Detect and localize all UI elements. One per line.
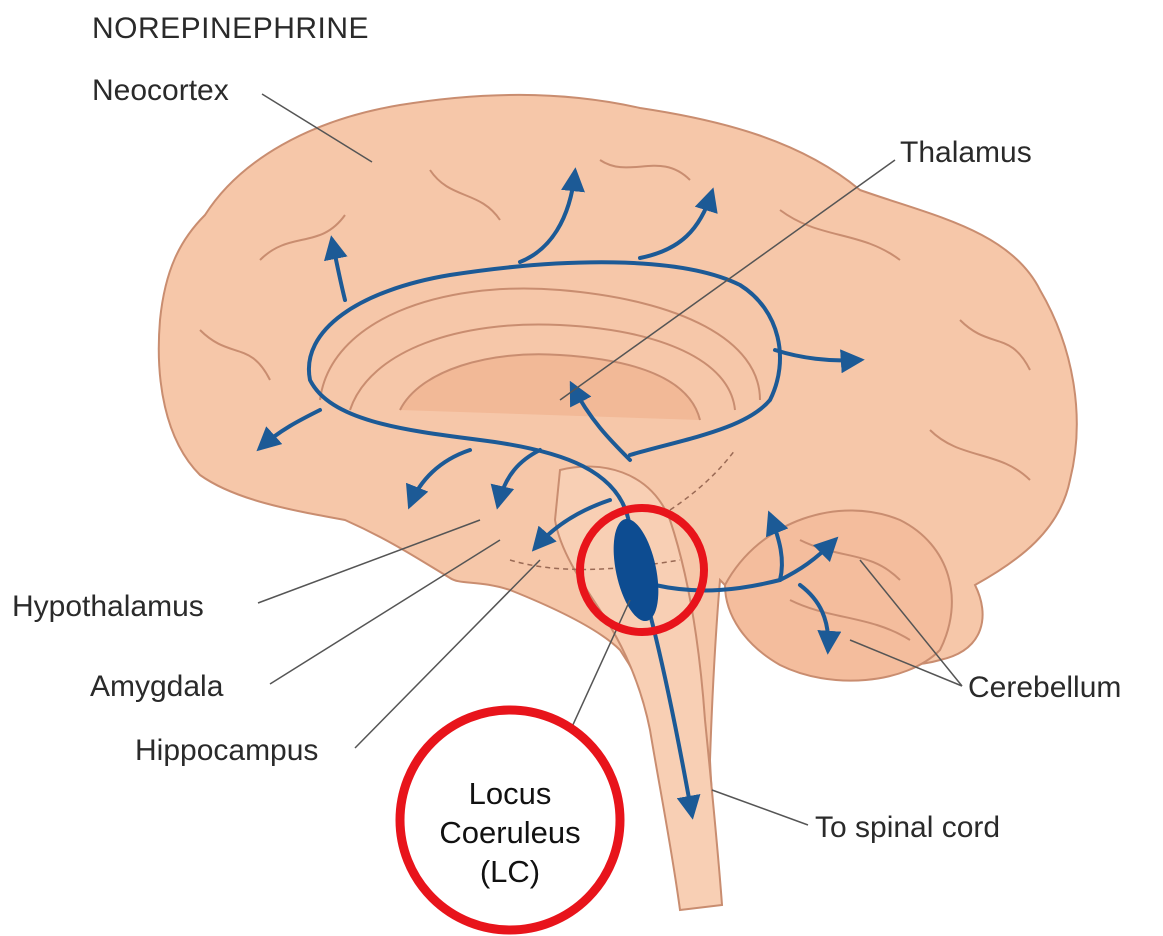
label-neocortex: Neocortex <box>92 76 229 106</box>
lc-callout-line-3: (LC) <box>400 853 620 892</box>
lc-callout-line-1: Locus <box>400 775 620 814</box>
lc-callout-line-2: Coeruleus <box>400 814 620 853</box>
label-hypothalamus: Hypothalamus <box>12 592 204 622</box>
leader-spinal <box>712 790 808 825</box>
label-hippocampus: Hippocampus <box>135 736 318 766</box>
label-cerebellum: Cerebellum <box>968 673 1121 703</box>
label-amygdala: Amygdala <box>90 672 223 702</box>
label-thalamus: Thalamus <box>900 138 1032 168</box>
leader-amygdala <box>270 540 500 684</box>
label-spinal-cord: To spinal cord <box>815 813 1000 843</box>
diagram-title: NOREPINEPHRINE <box>92 14 369 44</box>
lc-callout-text: Locus Coeruleus (LC) <box>400 775 620 891</box>
